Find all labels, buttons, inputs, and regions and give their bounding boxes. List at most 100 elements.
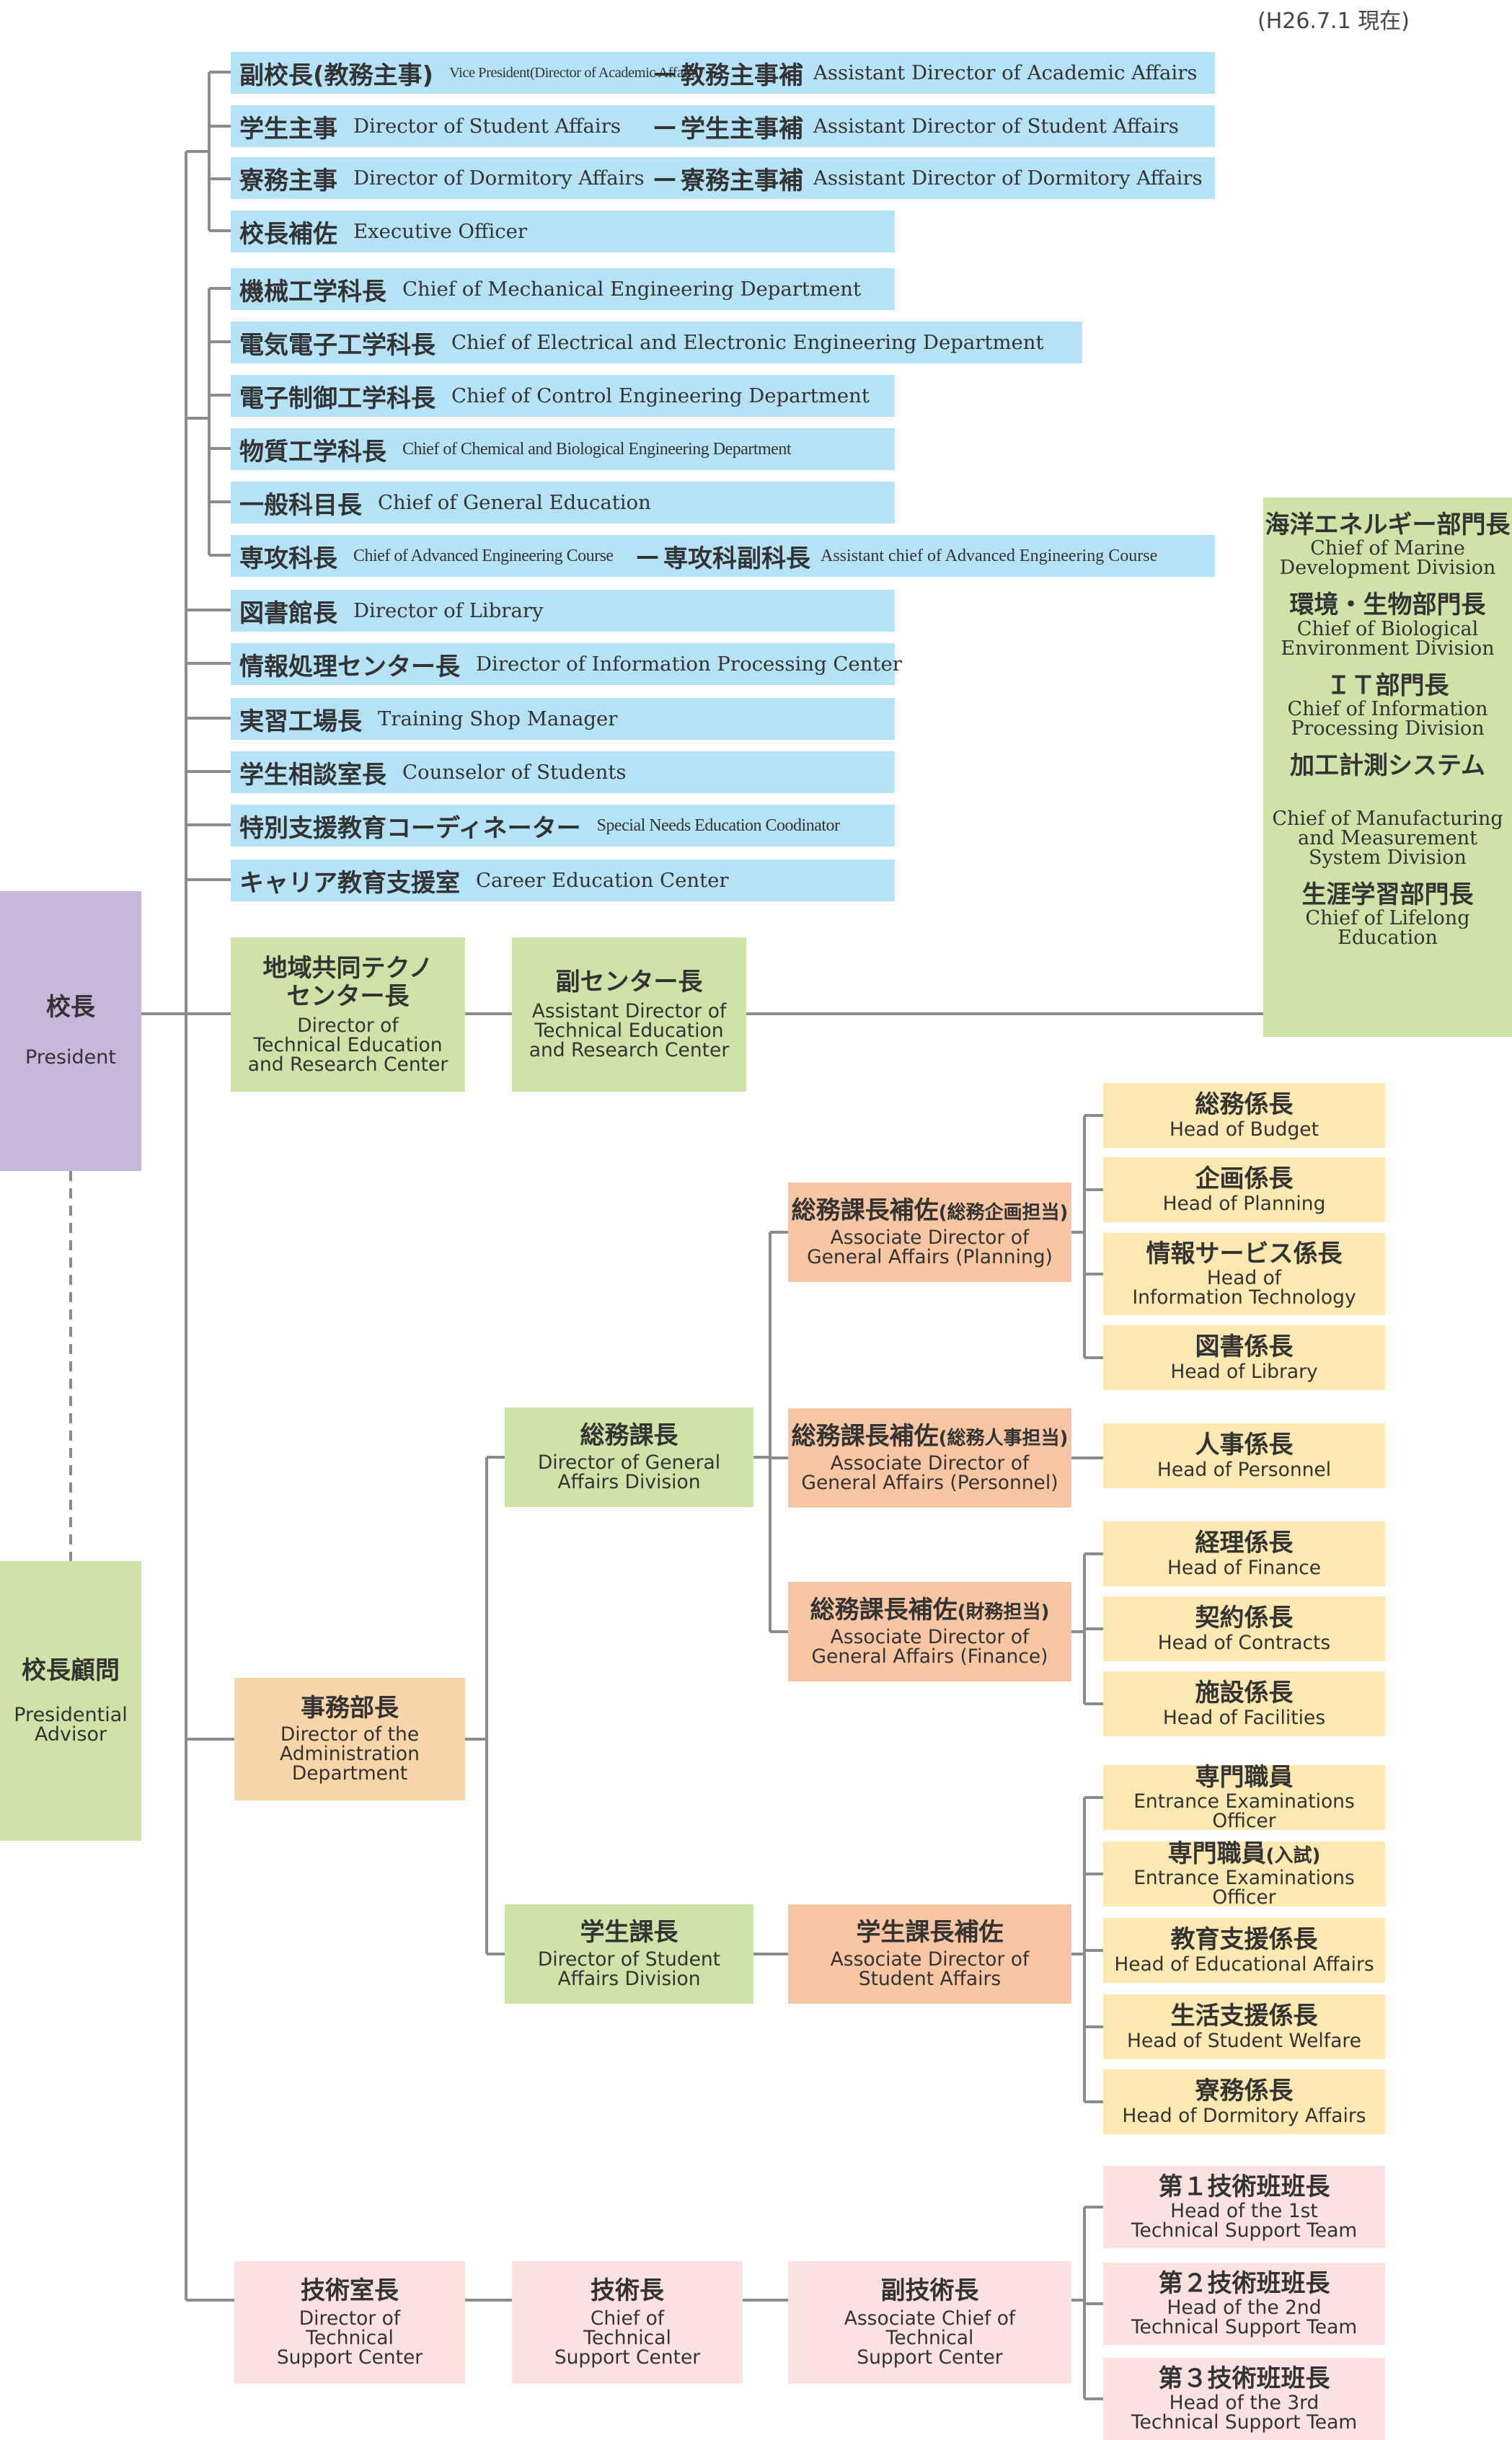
ga-finance-ja: 総務課長補佐 [810,1595,958,1625]
blue-row-en: Director of Information Processing Cente… [476,653,902,676]
head-ja: 情報サービス係長 [1146,1239,1343,1268]
ga-finance-box: 総務課長補佐(財務担当) Associate Director of Gener… [788,1582,1071,1681]
head-en: Head of Facilities [1162,1706,1326,1729]
blue-row: 実習工場長 Training Shop Manager [231,698,895,740]
division-en: Chief of Lifelong Education [1305,906,1470,949]
head-ja: 図書係長 [1195,1332,1294,1362]
tech-chief-ja: 技術長 [591,2276,664,2306]
blue-row-en2: Assistant chief of Advanced Engineering … [821,546,1158,565]
advisor-box: 校長顧問 Presidential Advisor [0,1561,141,1841]
general-affairs-en: Director of General Affairs Division [537,1451,721,1494]
student-affairs-ja: 学生課長 [580,1917,678,1947]
blue-row-ja: 特別支援教育コーディネーター [239,813,581,843]
techno-center-box: 地域共同テクノ センター長 Director of Technical Educ… [231,937,465,1092]
division-en: Chief of Information Processing Division [1287,698,1488,741]
head-ja: 専門職員 [1195,1762,1294,1792]
president-ja: 校長 [46,993,95,1022]
sa-assoc-box: 学生課長補佐 Associate Director of Student Aff… [788,1904,1071,2004]
division-title: 生涯学習部門長 [1301,880,1474,909]
head-en: Head of Finance [1167,1556,1322,1579]
president-en: President [25,1046,116,1069]
techno-ja: 地域共同テクノ センター長 [262,954,433,1012]
head-ja-small: (入試) [1265,1844,1321,1867]
head-en: Head of Educational Affairs [1114,1953,1374,1976]
tech-room-ja: 技術室長 [301,2276,399,2306]
head-ja: 契約係長 [1195,1604,1294,1633]
blue-row-en: Director of Library [353,599,544,622]
blue-row: 情報処理センター長 Director of Information Process… [231,643,902,685]
connector-dash: — [653,112,676,140]
blue-row-en: Special Needs Education Coodinator [596,815,840,835]
blue-row-en2: Assistant Director of Student Affairs [813,115,1179,138]
blue-row-en: Chief of Control Engineering Department [451,384,870,407]
blue-row-ja: 電気電子工学科長 [239,330,436,360]
blue-row-en: Chief of Electrical and Electronic Engin… [451,331,1044,354]
head-ja: 生活支援係長 [1170,2002,1318,2031]
blue-row: 物質工学科長 Chief of Chemical and Biological E… [231,428,895,470]
blue-row: 学生主事 Director of Student Affairs [231,105,1215,147]
head-en: Head of Personnel [1157,1458,1332,1481]
ga-planning-box: 総務課長補佐(総務企画担当) Associate Director of Gen… [788,1183,1071,1282]
blue-row-en: Director of Student Affairs [353,115,621,138]
head-en: Head of Dormitory Affairs [1122,2104,1366,2127]
sa-assoc-ja: 学生課長補佐 [856,1917,1004,1947]
sub-center-ja: 副センター長 [555,968,703,997]
blue-row-ja: 物質工学科長 [239,437,386,467]
blue-row-ja: 情報処理センター長 [239,652,460,681]
blue-row: 特別支援教育コーディネーター Special Needs Education Co… [231,805,895,847]
student-affairs-box: 学生課長 Director of Student Affairs Divisio… [505,1904,753,2004]
head-en: Head of Contracts [1157,1631,1331,1654]
blue-row-en: Training Shop Manager [378,707,618,730]
sa-assoc-en: Associate Director of Student Affairs [830,1948,1030,1991]
connector-lines [69,71,1263,2400]
division-title: ＩＴ部門長 [1326,671,1449,700]
head-en: Head of the 3rd Technical Support Team [1131,2392,1358,2434]
head-ja: 施設係長 [1195,1679,1294,1708]
head-box: 専門職員(入試)Entrance Examinations Officer [1103,1839,1385,1907]
blue-row-ja: 一般科目長 [239,490,362,520]
head-ja: 企画係長 [1195,1164,1294,1194]
blue-row-ja: キャリア教育支援室 [239,868,460,898]
head-ja: 寮務係長 [1195,2077,1294,2106]
tech-room-en: Director of Technical Support Center [276,2307,423,2369]
tech-assoc-box: 副技術長 Associate Chief of Technical Suppor… [788,2261,1071,2384]
head-ja: 総務係長 [1195,1090,1294,1120]
connector-dash: — [653,164,676,192]
head-ja: 専門職員 [1167,1839,1266,1868]
blue-row-ja: 学生主事 [239,114,337,143]
blue-row-en2: Assistant Director of Dormitory Affairs [813,167,1203,190]
blue-row: 一般科目長 Chief of General Education [231,482,895,523]
ga-personnel-ja-small: (総務人事担当) [938,1427,1069,1449]
blue-row-ja: 電子制御工学科長 [239,384,436,413]
blue-row-en: Chief of General Education [378,491,651,514]
blue-row-en: Counselor of Students [402,761,627,784]
head-en: Head of the 1st Technical Support Team [1131,2200,1358,2242]
blue-row-en: Chief of Advanced Engineering Course [353,546,614,565]
blue-row-en: Chief of Chemical and Biological Enginee… [402,439,792,459]
blue-row-ja2: 寮務主事補 [681,166,803,195]
general-affairs-ja: 総務課長 [580,1420,678,1450]
blue-row: 副校長(教務主事)Vice President(Director of Acad… [231,52,1215,94]
date-note: (H26.7.1 現在) [1257,9,1410,34]
blue-row-ja: 校長補佐 [239,219,337,249]
sub-center-en: Assistant Director of Technical Educatio… [529,999,730,1061]
blue-row-ja: 実習工場長 [239,707,362,736]
sub-center-box: 副センター長 Assistant Director of Technical E… [512,937,746,1092]
